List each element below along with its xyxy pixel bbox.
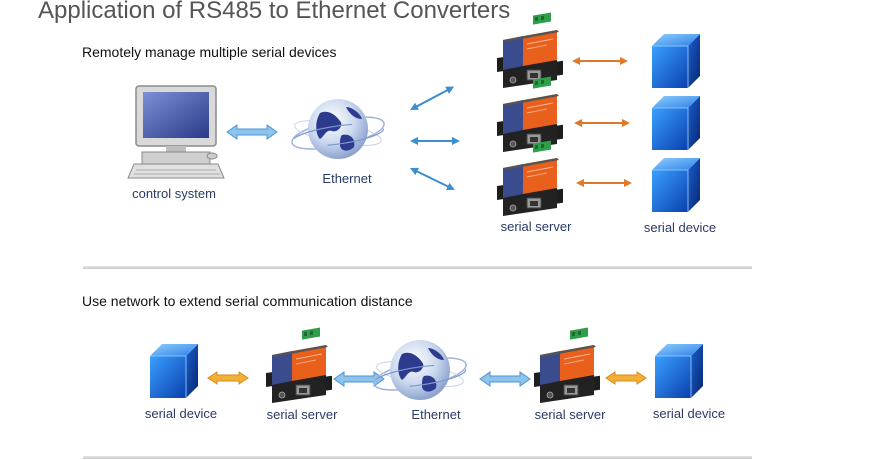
computer-icon	[127, 85, 225, 179]
serial-device-left-label: serial device	[144, 406, 218, 421]
serial-device-right-label: serial device	[652, 406, 726, 421]
double-arrow-icon	[479, 371, 531, 387]
serial-server-right-label: serial server	[534, 407, 606, 422]
double-arrow-icon	[409, 136, 461, 146]
cube-icon	[149, 343, 199, 399]
double-arrow-icon	[407, 163, 458, 195]
section-heading-remote-management: Remotely manage multiple serial devices	[82, 44, 337, 60]
globe-icon	[288, 98, 388, 160]
double-arrow-icon	[226, 124, 278, 140]
section-heading-extend-distance: Use network to extend serial communicati…	[82, 293, 413, 309]
double-arrow-icon	[207, 371, 249, 385]
serial-server-icon	[533, 326, 601, 404]
section-divider	[83, 266, 752, 269]
page-title: Application of RS485 to Ethernet Convert…	[38, 0, 511, 24]
double-arrow-icon	[573, 118, 631, 128]
cube-icon	[654, 343, 704, 399]
serial-server-icon	[496, 75, 564, 153]
bottom-divider	[83, 456, 752, 459]
cube-icon	[651, 33, 701, 89]
serial-server-icon	[496, 11, 564, 89]
serial-server-left-label: serial server	[266, 407, 338, 422]
control-system-label: control system	[132, 186, 216, 201]
serial-server-icon	[496, 139, 564, 217]
double-arrow-icon	[575, 178, 633, 188]
serial-server-icon	[265, 326, 333, 404]
serial-server-label: serial server	[500, 219, 572, 234]
cube-icon	[651, 95, 701, 151]
globe-icon	[370, 339, 470, 401]
serial-device-label: serial device	[643, 220, 717, 235]
cube-icon	[651, 157, 701, 213]
double-arrow-icon	[407, 81, 458, 115]
ethernet-label-2: Ethernet	[411, 407, 461, 422]
double-arrow-icon	[605, 371, 647, 385]
ethernet-label: Ethernet	[322, 171, 372, 186]
double-arrow-icon	[571, 56, 629, 66]
